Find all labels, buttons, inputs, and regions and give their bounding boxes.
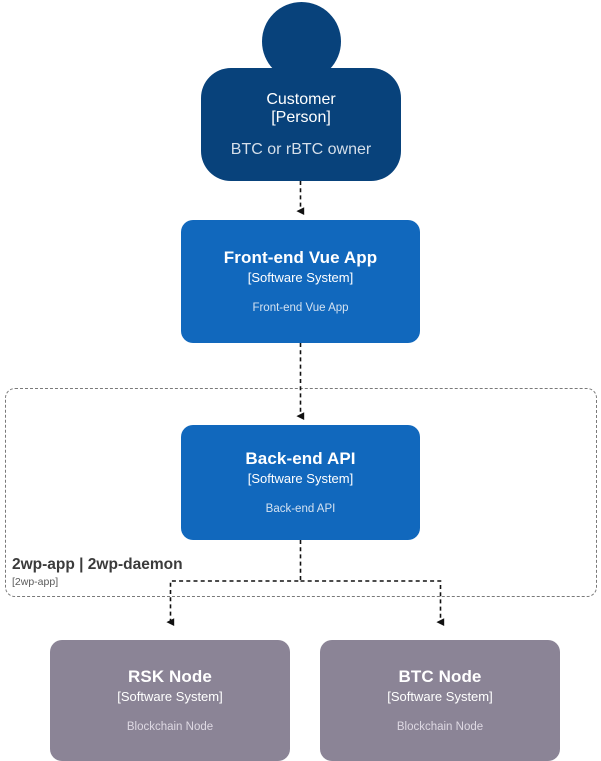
node-btc-description: Blockchain Node [396, 721, 484, 733]
node-frontend-description: Front-end Vue App [252, 302, 349, 314]
node-backend-api[interactable]: Back-end API [Software System] Back-end … [181, 425, 420, 540]
node-backend-title: Back-end API [245, 449, 356, 468]
node-rsk-description: Blockchain Node [126, 721, 214, 733]
node-rsk-subtitle: [Software System] [117, 689, 223, 704]
person-body: Customer [Person] BTC or rBTC owner [201, 68, 401, 181]
node-customer[interactable]: Customer [Person] BTC or rBTC owner [201, 0, 401, 181]
node-frontend-title: Front-end Vue App [223, 248, 378, 267]
person-head-icon [262, 2, 341, 81]
node-backend-description: Back-end API [265, 503, 336, 515]
node-customer-title: Customer [266, 91, 336, 108]
node-btc-title: BTC Node [398, 667, 482, 686]
node-btc-node[interactable]: BTC Node [Software System] Blockchain No… [320, 640, 560, 761]
node-backend-subtitle: [Software System] [247, 471, 354, 486]
boundary-title: 2wp-app | 2wp-daemon [12, 556, 183, 573]
node-rsk-title: RSK Node [128, 667, 212, 686]
node-customer-description: BTC or rBTC owner [230, 141, 372, 158]
boundary-subtitle: [2wp-app] [12, 576, 59, 588]
node-customer-subtitle: [Person] [271, 109, 331, 126]
boundary-label-group: 2wp-app | 2wp-daemon [2wp-app] [12, 555, 183, 589]
node-btc-subtitle: [Software System] [387, 689, 493, 704]
node-rsk-node[interactable]: RSK Node [Software System] Blockchain No… [50, 640, 290, 761]
node-frontend-vue-app[interactable]: Front-end Vue App [Software System] Fron… [181, 220, 420, 343]
node-frontend-subtitle: [Software System] [247, 270, 354, 285]
